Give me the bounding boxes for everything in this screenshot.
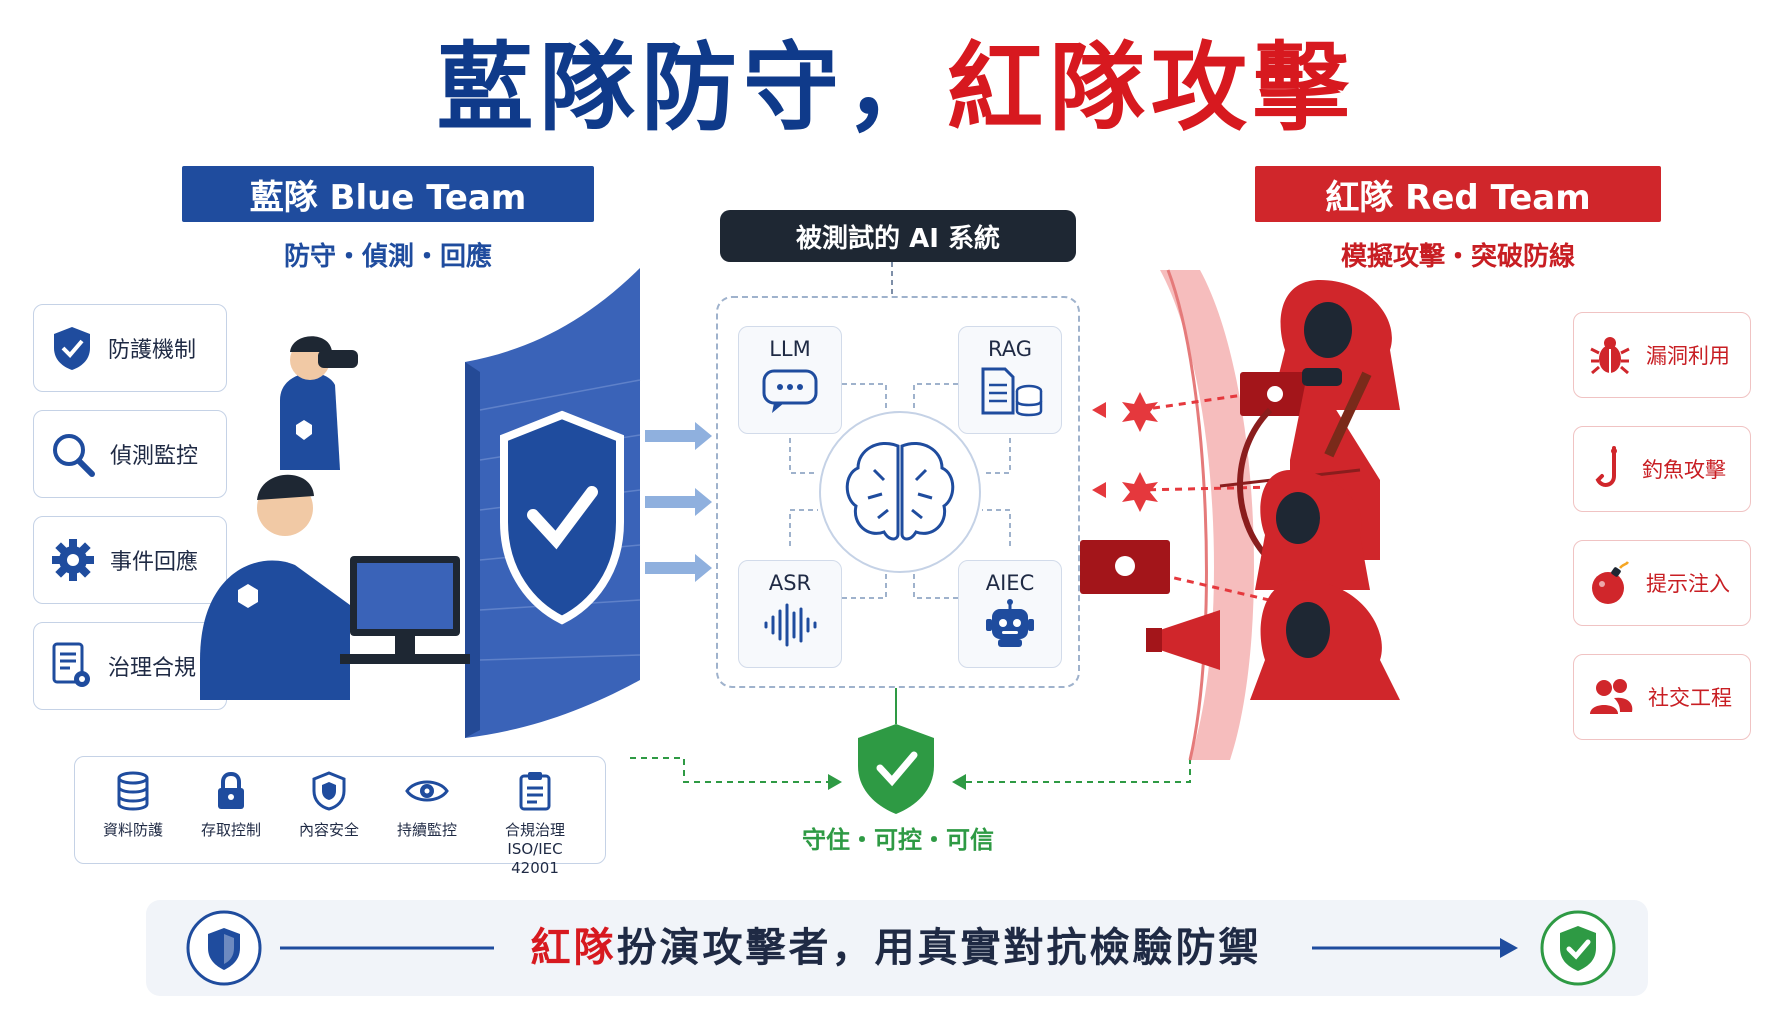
ai-system-box: LLM RAG ASR AIEC: [716, 296, 1080, 688]
card-label: 治理合規: [108, 656, 197, 681]
card-response: 事件回應: [33, 516, 227, 604]
bottom-red-part: 紅隊: [530, 925, 617, 971]
red-attack-illustration: [1080, 269, 1400, 761]
component-label: LLM: [769, 337, 811, 361]
title-red-part: 紅隊攻擊: [947, 32, 1355, 144]
hacker-megaphone: [1146, 580, 1400, 700]
bug-icon: [1590, 337, 1630, 375]
users-icon: [1590, 679, 1633, 714]
blue-team-subtitle: 防守・偵測・回應: [283, 242, 492, 272]
card-governance: 治理合規: [33, 622, 227, 710]
strip-item: 內容安全: [279, 771, 379, 840]
left-connector-line: [280, 946, 494, 950]
defender-binoculars: [280, 336, 358, 470]
system-motto: 守住・可控・可信: [802, 826, 994, 854]
lock-icon: [218, 771, 244, 809]
chat-icon: [762, 369, 818, 413]
strip-label: 持續監控: [396, 821, 457, 839]
eye-icon: [405, 780, 449, 802]
brain-connectors: [789, 383, 1011, 599]
strip-item: 存取控制: [181, 771, 281, 840]
blue-controls-strip: 資料防護 存取控制 內容安全 持續監控 合規治理 ISO/IEC 42001: [74, 756, 606, 877]
shield-icon: [312, 771, 346, 811]
database-icon: [117, 771, 149, 811]
card-label: 釣魚攻擊: [1642, 458, 1726, 482]
card-phishing: 釣魚攻擊: [1573, 426, 1751, 512]
component-label: RAG: [987, 337, 1032, 361]
component-rag: RAG: [958, 326, 1062, 434]
strip-label: 存取控制: [200, 821, 261, 839]
component-aiec: AIEC: [958, 560, 1062, 668]
defender-computer: [200, 474, 470, 700]
card-label: 提示注入: [1646, 572, 1730, 596]
strip-label: 內容安全: [298, 821, 359, 839]
bottom-rest: 扮演攻擊者，用真實對抗檢驗防禦: [616, 925, 1262, 971]
secured-outcome: [630, 688, 1191, 814]
robot-icon: [986, 599, 1034, 647]
green-shield-check-icon: [1540, 910, 1616, 986]
card-label: 漏洞利用: [1646, 344, 1730, 368]
page-title: 藍隊防守，紅隊攻擊: [0, 28, 1792, 148]
strip-item: 持續監控: [377, 771, 477, 840]
card-detection: 偵測監控: [33, 410, 227, 498]
card-label: 事件回應: [110, 550, 199, 575]
card-label: 防護機制: [108, 338, 197, 363]
bomb-icon: [1592, 561, 1630, 604]
strip-item: 合規治理 ISO/IEC 42001: [485, 771, 585, 878]
component-asr: ASR: [738, 560, 842, 668]
card-protection: 防護機制: [33, 304, 227, 392]
waveform-icon: [764, 603, 817, 647]
bottom-statement: 紅隊扮演攻擊者，用真實對抗檢驗防禦: [300, 920, 1492, 976]
blue-defense-illustration: [200, 268, 712, 738]
component-label: AIEC: [985, 571, 1035, 595]
clipboard-icon: [519, 772, 551, 811]
hacker-laptop-2: [1080, 470, 1370, 594]
strip-label: 資料防護: [102, 821, 163, 839]
title-blue-part: 藍隊防守，: [437, 32, 947, 144]
fishhook-icon: [1595, 446, 1617, 487]
card-label: 偵測監控: [110, 444, 199, 469]
strip-item: 資料防護: [83, 771, 183, 840]
card-exploit: 漏洞利用: [1573, 312, 1751, 398]
document-database-icon: [981, 367, 1043, 417]
blue-shield-icon: [186, 910, 262, 986]
brain-icon: [845, 442, 955, 541]
strip-sublabel: ISO/IEC 42001: [507, 840, 563, 877]
shield-check-icon: [54, 327, 90, 370]
red-team-subtitle: 模擬攻擊・突破防線: [1340, 242, 1575, 272]
search-icon: [53, 434, 95, 477]
connector-line: [891, 262, 893, 296]
document-gear-icon: [52, 642, 90, 687]
component-label: ASR: [768, 571, 812, 595]
red-team-banner: 紅隊 Red Team: [1255, 166, 1661, 222]
ai-system-label: 被測試的 AI 系統: [720, 210, 1076, 262]
card-label: 社交工程: [1648, 686, 1732, 710]
card-prompt-injection: 提示注入: [1573, 540, 1751, 626]
blue-team-banner: 藍隊 Blue Team: [182, 166, 594, 222]
component-llm: LLM: [738, 326, 842, 434]
card-social-engineering: 社交工程: [1573, 654, 1751, 740]
gear-icon: [52, 539, 94, 581]
strip-label: 合規治理: [504, 821, 565, 839]
right-arrow: [1312, 938, 1518, 958]
